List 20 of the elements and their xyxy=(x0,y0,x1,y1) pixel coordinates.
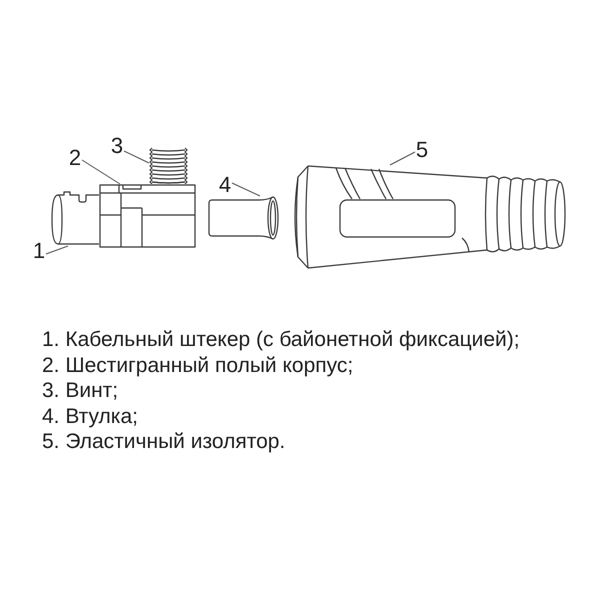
sleeve-drawing xyxy=(207,196,280,240)
leader-line xyxy=(124,150,150,164)
screw-drawing xyxy=(149,147,188,184)
callout-number: 4 xyxy=(218,174,232,196)
part-description: 4. Втулка; xyxy=(42,404,138,428)
part-description: 1. Кабельный штекер (с байонетной фиксацией); xyxy=(42,327,520,352)
callout-number: 2 xyxy=(68,147,82,169)
cable-plug-drawing xyxy=(50,190,99,246)
part-description: 3. Винт; xyxy=(42,378,118,403)
part-description: 5. Эластичный изолятор. xyxy=(42,429,286,454)
callout-number: 1 xyxy=(32,240,46,262)
insulator-drawing xyxy=(292,165,567,269)
callout-number: 3 xyxy=(110,135,124,157)
callout-number: 5 xyxy=(415,139,429,161)
leader-line xyxy=(82,160,120,184)
part-description: 2. Шестигранный полый корпус; xyxy=(42,352,354,378)
leader-line xyxy=(46,246,68,254)
leader-line xyxy=(390,152,416,166)
hex-body-drawing xyxy=(99,184,196,248)
leader-line xyxy=(232,182,260,196)
